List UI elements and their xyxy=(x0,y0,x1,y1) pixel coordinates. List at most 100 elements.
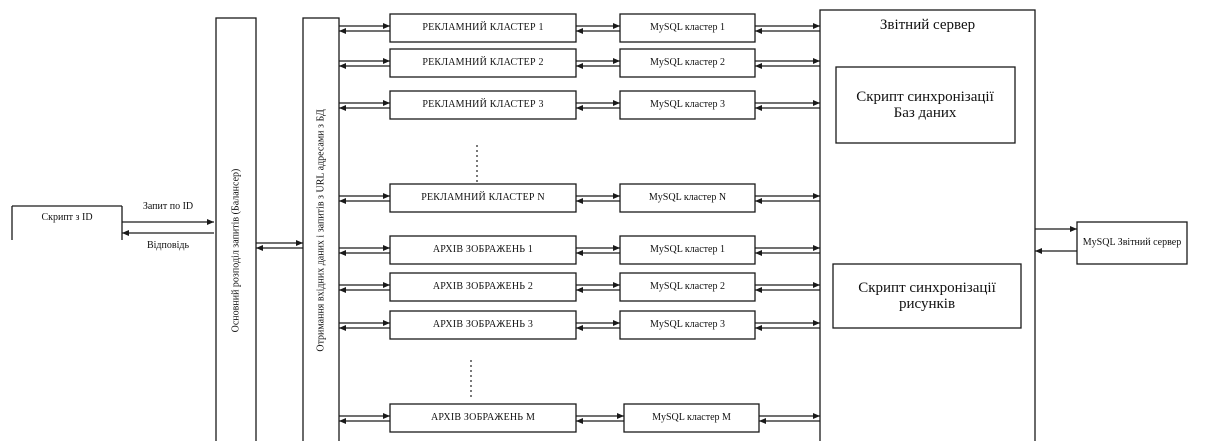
arrowhead xyxy=(339,198,346,204)
arrowhead xyxy=(339,105,346,111)
ellipsis-dot xyxy=(476,145,478,147)
router-box xyxy=(302,17,340,441)
ellipsis-dot xyxy=(470,360,472,362)
image-archive-box xyxy=(389,403,577,433)
arrowhead xyxy=(339,250,346,256)
arrowhead xyxy=(339,287,346,293)
arrowhead xyxy=(755,198,762,204)
arrowhead xyxy=(256,245,263,251)
ad-db-box xyxy=(619,90,756,120)
ad-db-label: MySQL кластер 1 xyxy=(650,21,725,33)
arrowhead xyxy=(1070,226,1077,232)
request-label: Запит по ID xyxy=(142,200,194,212)
ellipsis-dot xyxy=(470,375,472,377)
image-sync-box xyxy=(832,263,1022,329)
arrowhead xyxy=(613,245,620,251)
report-db-box xyxy=(1076,221,1188,265)
arrowhead xyxy=(1035,248,1042,254)
ad-db-label: MySQL кластер N xyxy=(648,191,727,203)
image-db-label: MySQL кластер 1 xyxy=(650,243,725,255)
image-archive-label: АРХІВ ЗОБРАЖЕНЬ 1 xyxy=(432,243,534,255)
ellipsis-dot xyxy=(476,160,478,162)
image-db-box xyxy=(623,403,760,433)
balancer-box xyxy=(215,17,257,441)
arrowhead xyxy=(813,23,820,29)
arrowhead xyxy=(383,320,390,326)
arrowhead xyxy=(613,58,620,64)
ad-cluster-box xyxy=(389,48,577,78)
arrowhead xyxy=(813,193,820,199)
arrowhead xyxy=(339,28,346,34)
client-script-label: Скрипт з ID xyxy=(41,211,93,223)
ellipsis-dot xyxy=(470,390,472,392)
arrowhead xyxy=(813,100,820,106)
ellipsis-dot xyxy=(476,155,478,157)
arrowhead xyxy=(576,287,583,293)
arrowhead xyxy=(613,100,620,106)
arrowhead xyxy=(813,245,820,251)
arrowhead xyxy=(383,245,390,251)
image-db-box xyxy=(619,235,756,265)
arrowhead xyxy=(755,105,762,111)
ellipsis-dot xyxy=(470,370,472,372)
arrowhead xyxy=(617,413,624,419)
arrowhead xyxy=(759,418,766,424)
arrowhead xyxy=(383,23,390,29)
ellipsis-dot xyxy=(470,385,472,387)
arrowhead xyxy=(122,230,129,236)
balancer-label: Основний розподіл запитів (Балансер) xyxy=(230,168,242,332)
arrowhead xyxy=(755,28,762,34)
ellipsis-dot xyxy=(470,380,472,382)
db-sync-box xyxy=(835,66,1016,144)
ad-cluster-box xyxy=(389,13,577,43)
arrowhead xyxy=(576,105,583,111)
response-label: Відповідь xyxy=(146,239,190,251)
report-db-label: MySQL Звітний сервер xyxy=(1082,236,1182,248)
ellipsis-dot xyxy=(476,165,478,167)
image-archive-label: АРХІВ ЗОБРАЖЕНЬ 3 xyxy=(432,318,534,330)
arrowhead xyxy=(339,63,346,69)
arrowhead xyxy=(383,282,390,288)
arrowhead xyxy=(207,219,214,225)
ad-db-box xyxy=(619,183,756,213)
image-db-box xyxy=(619,272,756,302)
arrowhead xyxy=(613,193,620,199)
image-archive-label: АРХІВ ЗОБРАЖЕНЬ 2 xyxy=(432,280,534,292)
arrowhead xyxy=(576,28,583,34)
ad-cluster-box xyxy=(389,90,577,120)
image-archive-box xyxy=(389,272,577,302)
arrowhead xyxy=(755,63,762,69)
ellipsis-dot xyxy=(476,175,478,177)
arrowhead xyxy=(383,413,390,419)
arrowhead xyxy=(576,198,583,204)
ellipsis-dot xyxy=(470,365,472,367)
arrowhead xyxy=(576,325,583,331)
arrowhead xyxy=(339,325,346,331)
arrowhead xyxy=(755,250,762,256)
router-label: Отримання вхідних даних і запитів з URL … xyxy=(315,108,327,352)
arrowhead xyxy=(576,418,583,424)
arrowhead xyxy=(613,282,620,288)
ad-cluster-label: РЕКЛАМНИЙ КЛАСТЕР 3 xyxy=(422,98,544,110)
ellipsis-dot xyxy=(476,150,478,152)
db-sync-label: Скрипт синхронізації Баз даних xyxy=(856,88,994,122)
arrowhead xyxy=(613,23,620,29)
ad-db-label: MySQL кластер 2 xyxy=(650,56,725,68)
arrowhead xyxy=(613,320,620,326)
ad-db-label: MySQL кластер 3 xyxy=(650,98,725,110)
ellipsis-dot xyxy=(470,395,472,397)
image-db-label: MySQL кластер M xyxy=(652,411,731,423)
arrowhead xyxy=(813,413,820,419)
arrowhead xyxy=(755,325,762,331)
arrowhead xyxy=(296,240,303,246)
ad-cluster-label: РЕКЛАМНИЙ КЛАСТЕР 2 xyxy=(422,56,544,68)
ad-cluster-box xyxy=(389,183,577,213)
arrowhead xyxy=(576,250,583,256)
ad-db-box xyxy=(619,13,756,43)
image-db-label: MySQL кластер 2 xyxy=(650,280,725,292)
arrowhead xyxy=(813,320,820,326)
arrowhead xyxy=(576,63,583,69)
arrowhead xyxy=(813,282,820,288)
image-archive-box xyxy=(389,235,577,265)
